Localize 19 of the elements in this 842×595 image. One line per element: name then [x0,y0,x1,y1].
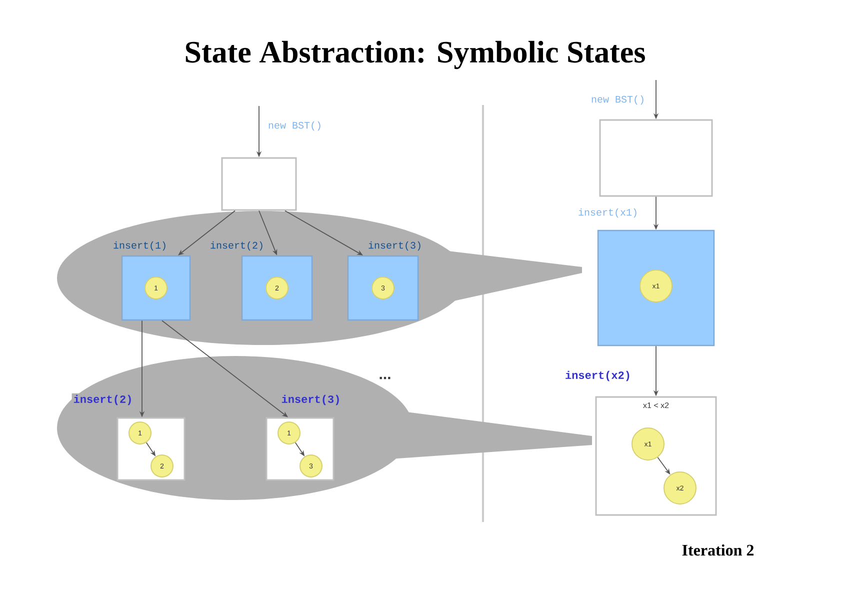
edge-label: insert(1) [112,240,168,252]
arrow [178,210,236,256]
edge-label: new BST() [266,120,324,132]
edge-label: insert(2) [72,393,134,407]
state-box [597,230,715,346]
state-box [121,255,191,321]
title: State Abstraction: Symbolic States [186,40,645,70]
iteration-label: Iteration 2 [682,544,754,556]
edge-label: insert(2) [208,240,266,252]
state-box [347,255,419,321]
edge-label: insert(x1) [576,206,640,220]
edge-label: insert(3) [366,240,424,252]
state-box [599,119,713,197]
ellipsis: ... [380,376,390,380]
edge-label: insert(3) [280,393,342,407]
edge-label: insert(x2) [564,369,633,383]
state-box [241,255,313,321]
state-box [221,157,297,211]
edge-label: new BST() [590,94,647,106]
